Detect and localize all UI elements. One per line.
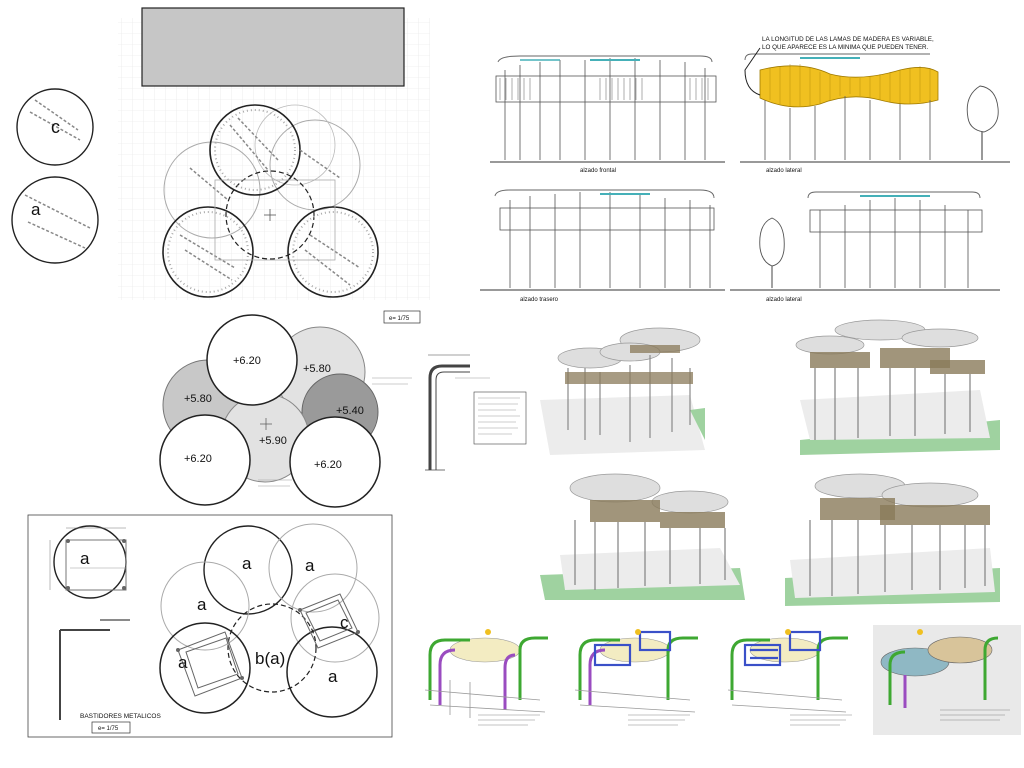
frames-detail-circle xyxy=(53,525,127,599)
frame-letter-left: a xyxy=(197,595,207,614)
frames-plan: a a a a a a c b(a) BASTIDORES METALICOS … xyxy=(27,514,393,738)
detail-circle-a xyxy=(11,176,99,264)
frame-letter-top: a xyxy=(242,554,252,573)
wood-note-line1: LA LONGITUD DE LAS LAMAS DE MADERA ES VA… xyxy=(762,36,934,43)
frame-letter-detail: a xyxy=(80,549,90,568)
render-3 xyxy=(540,473,745,600)
label-alzado-lateral-1: alzado lateral xyxy=(766,168,802,174)
label-alzado-trasero: alzado trasero xyxy=(520,297,559,303)
render-4 xyxy=(785,473,1000,606)
top-plan: c a e= 1/75 xyxy=(11,7,430,324)
scale-label-frames: e= 1/75 xyxy=(98,726,119,732)
renders xyxy=(540,319,1000,606)
elevation-lateral-1: LA LONGITUD DE LAS LAMAS DE MADERA ES VA… xyxy=(744,36,939,174)
frames-title: BASTIDORES METALICOS xyxy=(80,713,161,720)
elevation-frontal: alzado frontal xyxy=(495,55,717,174)
frame-letter-top-right: a xyxy=(305,556,315,575)
height-lower-right: +6.20 xyxy=(314,459,342,471)
roof-block-rect xyxy=(141,7,405,87)
height-top: +6.20 xyxy=(233,355,261,367)
letter-c: c xyxy=(51,117,60,137)
assembly-step-1 xyxy=(424,629,548,718)
frame-letter-center: b(a) xyxy=(255,649,285,668)
assembly-step-3 xyxy=(727,629,848,713)
heights-diagram: +6.20 +5.80 +5.80 +5.40 +5.90 +6.20 +6.2… xyxy=(159,314,381,508)
elevation-rear: alzado trasero xyxy=(494,189,715,303)
assembly-sequence xyxy=(424,625,1021,735)
wood-note-line2: LO QUE APARECE ES LA MINIMA QUE PUEDEN T… xyxy=(762,44,929,51)
render-2 xyxy=(795,319,1000,455)
render-1 xyxy=(540,327,705,455)
scale-label-top: e= 1/75 xyxy=(389,316,410,322)
tree-icon xyxy=(966,85,999,160)
label-alzado-frontal: alzado frontal xyxy=(580,168,616,174)
wood-slats-band xyxy=(759,65,939,108)
elevations: alzado frontal LA LONGITUD DE LAS LAMAS … xyxy=(462,18,1024,303)
plan-circle-left xyxy=(162,206,254,298)
label-alzado-lateral-2: alzado lateral xyxy=(766,297,802,303)
frame-letter-lower-right: a xyxy=(328,667,338,686)
height-left: +5.80 xyxy=(184,393,212,405)
height-right: +5.40 xyxy=(336,405,364,417)
detail-circle-c xyxy=(16,88,94,166)
plan-circle-center xyxy=(225,170,315,260)
assembly-step-2 xyxy=(574,629,698,713)
height-lower-left: +6.20 xyxy=(184,453,212,465)
letter-a: a xyxy=(31,200,41,219)
frame-letter-lower-left: a xyxy=(178,653,188,672)
elevation-lateral-2: alzado lateral xyxy=(759,191,983,303)
height-center: +5.90 xyxy=(259,435,287,447)
frame-letter-c: c xyxy=(340,613,349,632)
section-detail xyxy=(258,354,527,487)
plan-circle-right xyxy=(287,206,379,298)
height-upper-right: +5.80 xyxy=(303,363,331,375)
assembly-step-4 xyxy=(873,625,1021,735)
